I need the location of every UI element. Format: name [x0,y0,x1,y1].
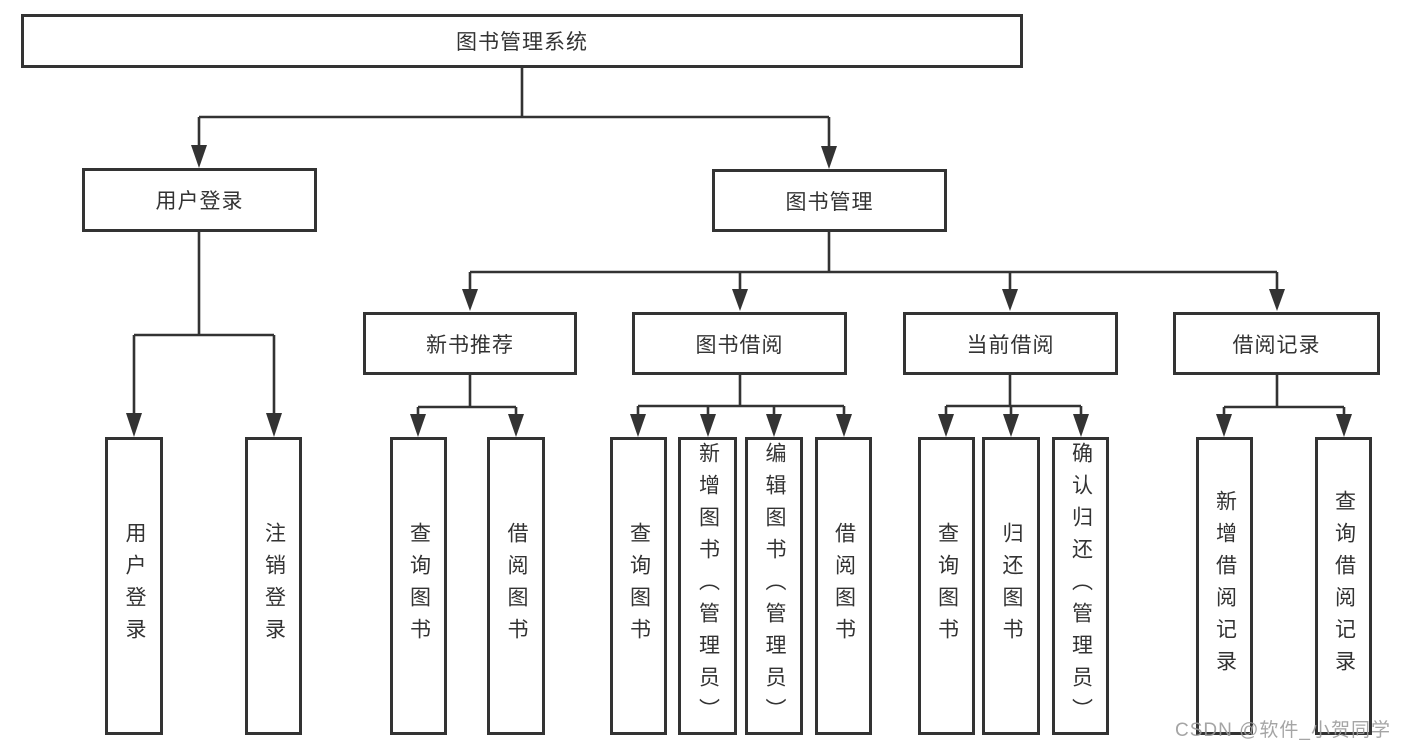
leaf-logout: 注销登录 [245,437,302,735]
csdn-watermark: CSDN @软件_小贺同学 [1175,720,1391,741]
node-user-login: 用户登录 [82,168,317,232]
leaf-query-borrow-record: 查询借阅记录 [1315,437,1372,735]
node-new-book-recommend: 新书推荐 [363,312,577,375]
leaf-edit-books-admin: 编辑图书（管理员） [745,437,803,735]
leaf-return-books: 归还图书 [982,437,1040,735]
node-current-borrow: 当前借阅 [903,312,1118,375]
leaf-borrow-books: 借阅图书 [815,437,872,735]
leaf-query-books-recommend: 查询图书 [390,437,447,735]
leaf-add-borrow-record: 新增借阅记录 [1196,437,1253,735]
node-book-management: 图书管理 [712,169,947,232]
leaf-query-books-current: 查询图书 [918,437,975,735]
node-book-borrow: 图书借阅 [632,312,847,375]
leaf-user-login: 用户登录 [105,437,163,735]
node-borrow-records: 借阅记录 [1173,312,1380,375]
node-library-management-system: 图书管理系统 [21,14,1023,68]
leaf-confirm-return-admin: 确认归还（管理员） [1052,437,1109,735]
leaf-query-books-borrow: 查询图书 [610,437,667,735]
leaf-add-books-admin: 新增图书（管理员） [678,437,737,735]
leaf-borrow-books-recommend: 借阅图书 [487,437,545,735]
